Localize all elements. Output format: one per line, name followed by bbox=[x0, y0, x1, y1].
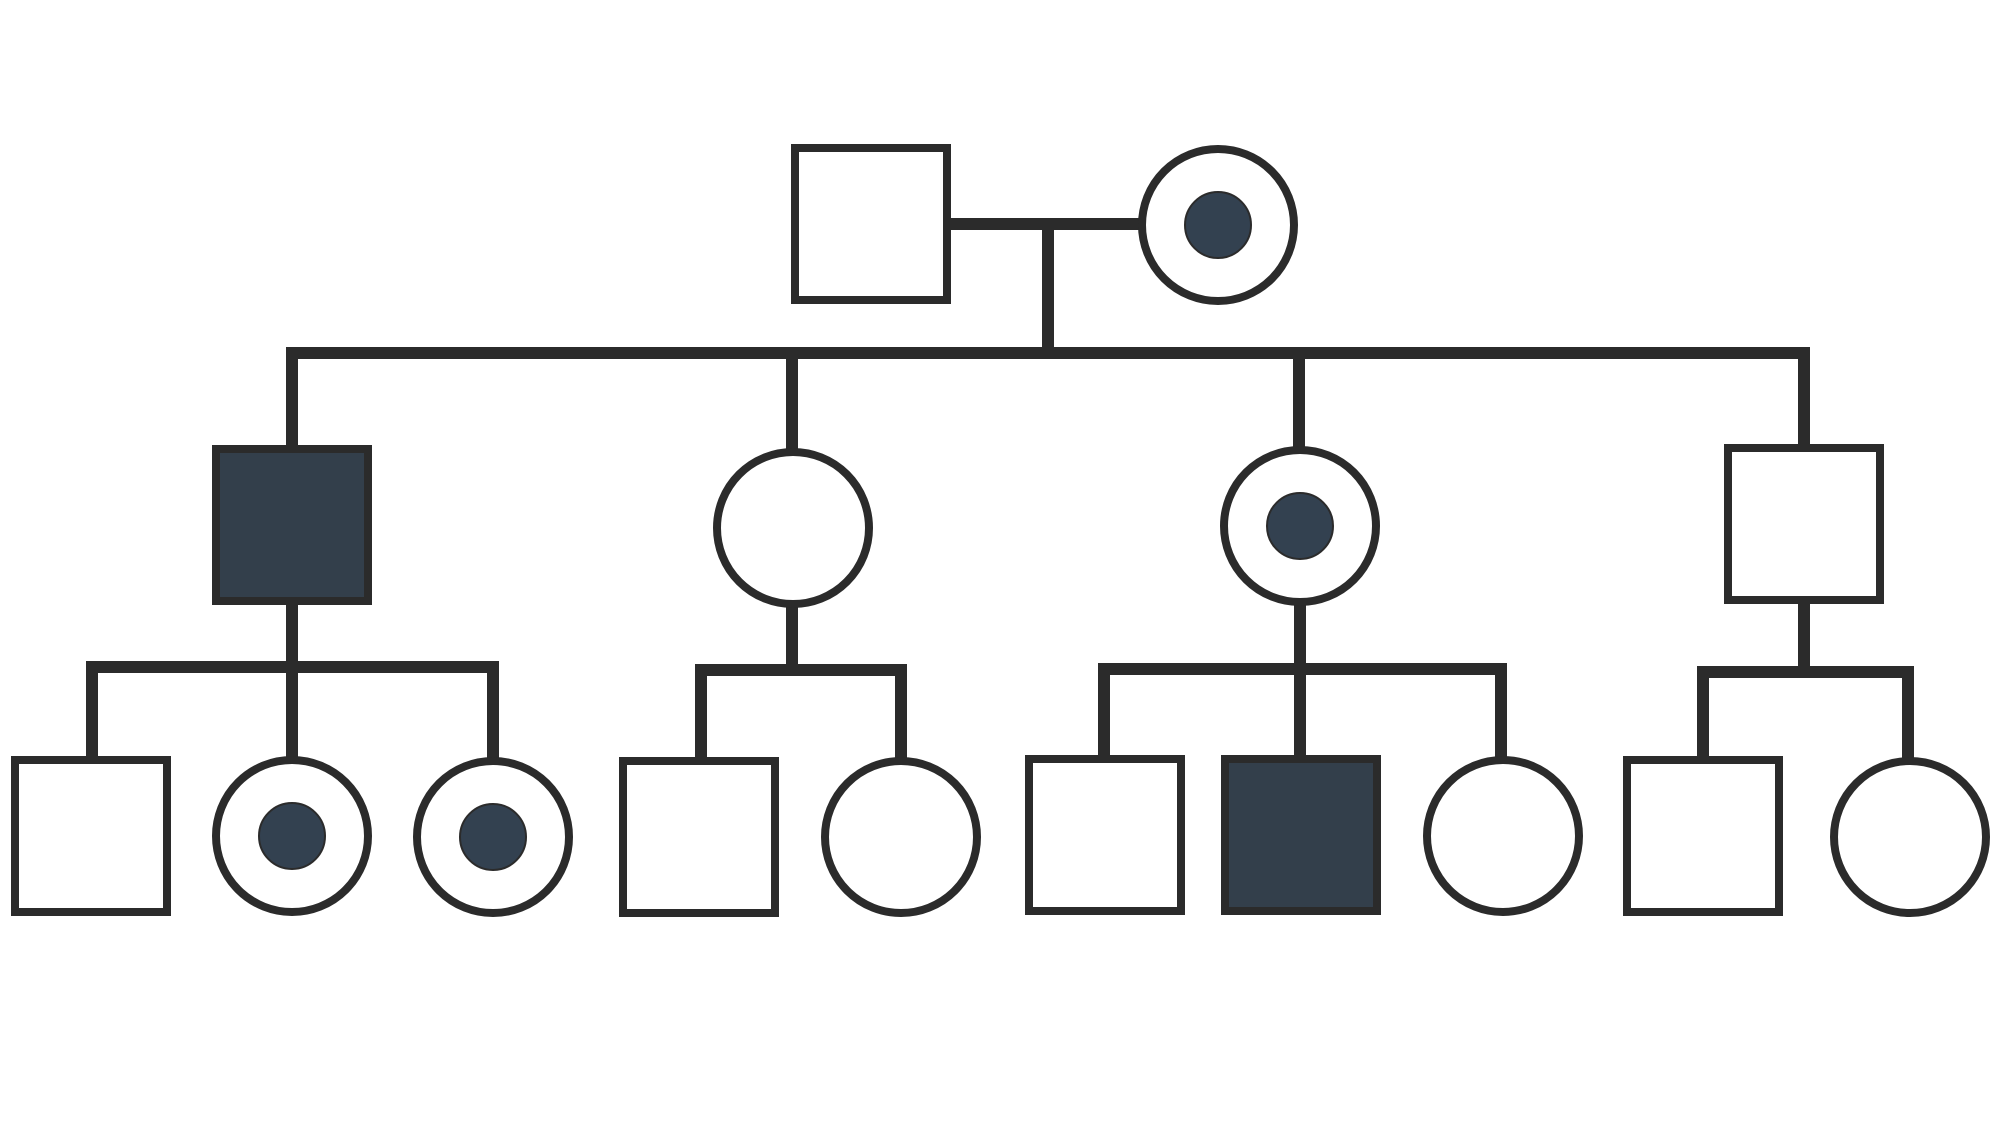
member-II-4-unaffected-male bbox=[1724, 444, 1884, 604]
carrier-dot-icon bbox=[258, 802, 326, 870]
gen2-sibship-line bbox=[286, 347, 1810, 448]
family1-sibship-line bbox=[86, 661, 499, 762]
member-III-9-unaffected-male bbox=[1623, 756, 1783, 916]
unaffected-female-circle-icon bbox=[821, 757, 981, 917]
unaffected-female-circle-icon bbox=[713, 448, 873, 608]
unaffected-female-circle-icon bbox=[1830, 757, 1990, 917]
member-II-1-affected-male bbox=[212, 445, 372, 605]
affected-male-square-icon bbox=[212, 445, 372, 605]
member-I-2-carrier-female bbox=[1138, 145, 1298, 305]
member-II-2-unaffected-female bbox=[713, 448, 873, 608]
unaffected-female-circle-icon bbox=[1423, 756, 1583, 916]
unaffected-male-square-icon bbox=[1025, 755, 1185, 915]
unaffected-male-square-icon bbox=[1623, 756, 1783, 916]
member-III-4-unaffected-male bbox=[619, 757, 779, 917]
member-III-8-unaffected-female bbox=[1423, 756, 1583, 916]
member-III-3-carrier-female bbox=[413, 757, 573, 917]
family4-sibship-line bbox=[1697, 666, 1914, 760]
carrier-dot-icon bbox=[1184, 191, 1252, 259]
member-III-1-unaffected-male bbox=[11, 756, 171, 916]
member-III-5-unaffected-female bbox=[821, 757, 981, 917]
affected-male-square-icon bbox=[1221, 755, 1381, 915]
carrier-dot-icon bbox=[1266, 492, 1334, 560]
unaffected-male-square-icon bbox=[791, 144, 951, 304]
member-III-6-unaffected-male bbox=[1025, 755, 1185, 915]
family2-sibship-line bbox=[695, 664, 907, 762]
unaffected-male-square-icon bbox=[1724, 444, 1884, 604]
member-I-1-unaffected-male bbox=[791, 144, 951, 304]
member-II-3-carrier-female bbox=[1220, 446, 1380, 606]
member-III-10-unaffected-female bbox=[1830, 757, 1990, 917]
unaffected-male-square-icon bbox=[11, 756, 171, 916]
family3-sibship-line bbox=[1098, 663, 1507, 760]
member-III-7-affected-male bbox=[1221, 755, 1381, 915]
member-III-2-carrier-female bbox=[212, 756, 372, 916]
unaffected-male-square-icon bbox=[619, 757, 779, 917]
carrier-dot-icon bbox=[459, 803, 527, 871]
